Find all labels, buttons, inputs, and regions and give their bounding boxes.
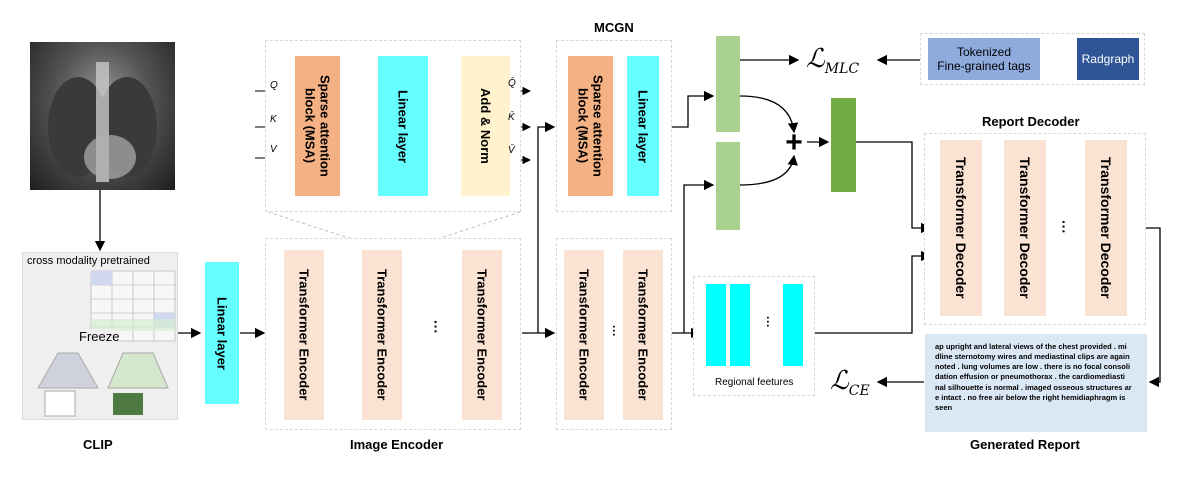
- plus-icon: +: [785, 126, 803, 159]
- decoder-block-1: Transformer Decoder: [940, 140, 982, 316]
- image-encoder-label: Image Encoder: [350, 437, 444, 452]
- loss-ce: ℒCE: [830, 366, 870, 400]
- mcgn-label: MCGN: [594, 20, 634, 35]
- add-norm-block: Add & Norm: [461, 56, 510, 196]
- tokenized-tags-box: Tokenized Fine-grained tags: [928, 38, 1040, 80]
- linear-layer-detail-label: Linear layer: [395, 89, 411, 163]
- decoder-block-3-label: Transformer Decoder: [1098, 157, 1114, 299]
- image-encoder-block-2-label: Transformer Encoder: [374, 269, 390, 401]
- decoder-block-3: Transformer Decoder: [1085, 140, 1127, 316]
- mcgn-linear-layer: Linear layer: [627, 56, 659, 196]
- sparse-attention-block-detail: Sparse attention block (MSA): [295, 56, 340, 196]
- loss-mlc: ℒMLC: [806, 44, 860, 78]
- regional-feature-bar: [716, 142, 740, 230]
- chest-xray-icon: [48, 62, 157, 182]
- mcgn-encoder-block-2: Transformer Encoder: [623, 250, 663, 420]
- image-encoder-block-1: Transformer Encoder: [284, 250, 324, 420]
- radgraph-label: Radgraph: [1081, 52, 1135, 66]
- clip-freeze-label: Freeze: [79, 329, 120, 344]
- linear-layer-label: Linear layer: [214, 296, 230, 370]
- image-encoder-block-1-label: Transformer Encoder: [296, 269, 312, 401]
- mcgn-encoder-block-1-label: Transformer Encoder: [576, 269, 592, 401]
- regional-feature-2: [730, 284, 750, 366]
- tokenized-line-2: Fine-grained tags: [937, 59, 1031, 73]
- tokenized-line-1: Tokenized: [956, 45, 1012, 59]
- regional-features-label: Regional feetures: [715, 377, 794, 388]
- image-encoder-block-3-label: Transformer Encoder: [474, 269, 490, 401]
- clip-thumbnail: [37, 270, 176, 417]
- output-v: V̄: [508, 145, 515, 156]
- generated-report-box: ap upright and lateral views of the ches…: [925, 334, 1147, 432]
- mcgn-encoder-block-2-label: Transformer Encoder: [635, 269, 651, 401]
- decoder-block-2-label: Transformer Decoder: [1017, 157, 1033, 299]
- clip-label: CLIP: [83, 437, 113, 452]
- input-q: Q: [270, 80, 278, 91]
- mlc-feature-bar: [716, 36, 740, 132]
- sparse-attention-label: Sparse attention block (MSA): [302, 75, 333, 177]
- mcgn-linear-layer-label: Linear layer: [635, 89, 651, 163]
- add-norm-label: Add & Norm: [478, 88, 493, 164]
- decoder-block-2: Transformer Decoder: [1004, 140, 1046, 316]
- regional-feature-3: [783, 284, 803, 366]
- regional-ellipsis: ···: [761, 316, 775, 328]
- decoder-block-1-label: Transformer Decoder: [953, 157, 969, 299]
- regional-feature-1: [706, 284, 726, 366]
- input-k: K: [270, 114, 277, 125]
- mcgn-encoder-block-1: Transformer Encoder: [564, 250, 604, 420]
- clip-pretrained-label: cross modality pretrained: [27, 255, 150, 267]
- output-k: K̄: [508, 112, 515, 123]
- output-q: Q̄: [508, 78, 516, 89]
- mcgn-sparse-attention-label: Sparse attention block (MSA): [575, 75, 606, 177]
- report-decoder-label: Report Decoder: [982, 114, 1080, 129]
- fused-feature-bar: [831, 98, 856, 192]
- mcgn-sparse-attention-block: Sparse attention block (MSA): [568, 56, 613, 196]
- generated-report-label: Generated Report: [970, 437, 1080, 452]
- chest-xray-image: [30, 42, 175, 190]
- linear-layer-block: Linear layer: [205, 262, 239, 404]
- radgraph-box: Radgraph: [1077, 38, 1139, 80]
- input-v: V: [270, 144, 277, 155]
- linear-layer-detail: Linear layer: [378, 56, 428, 196]
- generated-report-text: ap upright and lateral views of the ches…: [935, 342, 1132, 412]
- decoder-ellipsis: ···: [1056, 220, 1072, 234]
- mcgn-encoder-ellipsis: ···: [607, 325, 621, 337]
- image-encoder-block-3: Transformer Encoder: [462, 250, 502, 420]
- image-encoder-block-2: Transformer Encoder: [362, 250, 402, 420]
- clip-module: cross modality pretrained Freeze: [22, 252, 178, 420]
- image-encoder-ellipsis: ···: [428, 320, 444, 334]
